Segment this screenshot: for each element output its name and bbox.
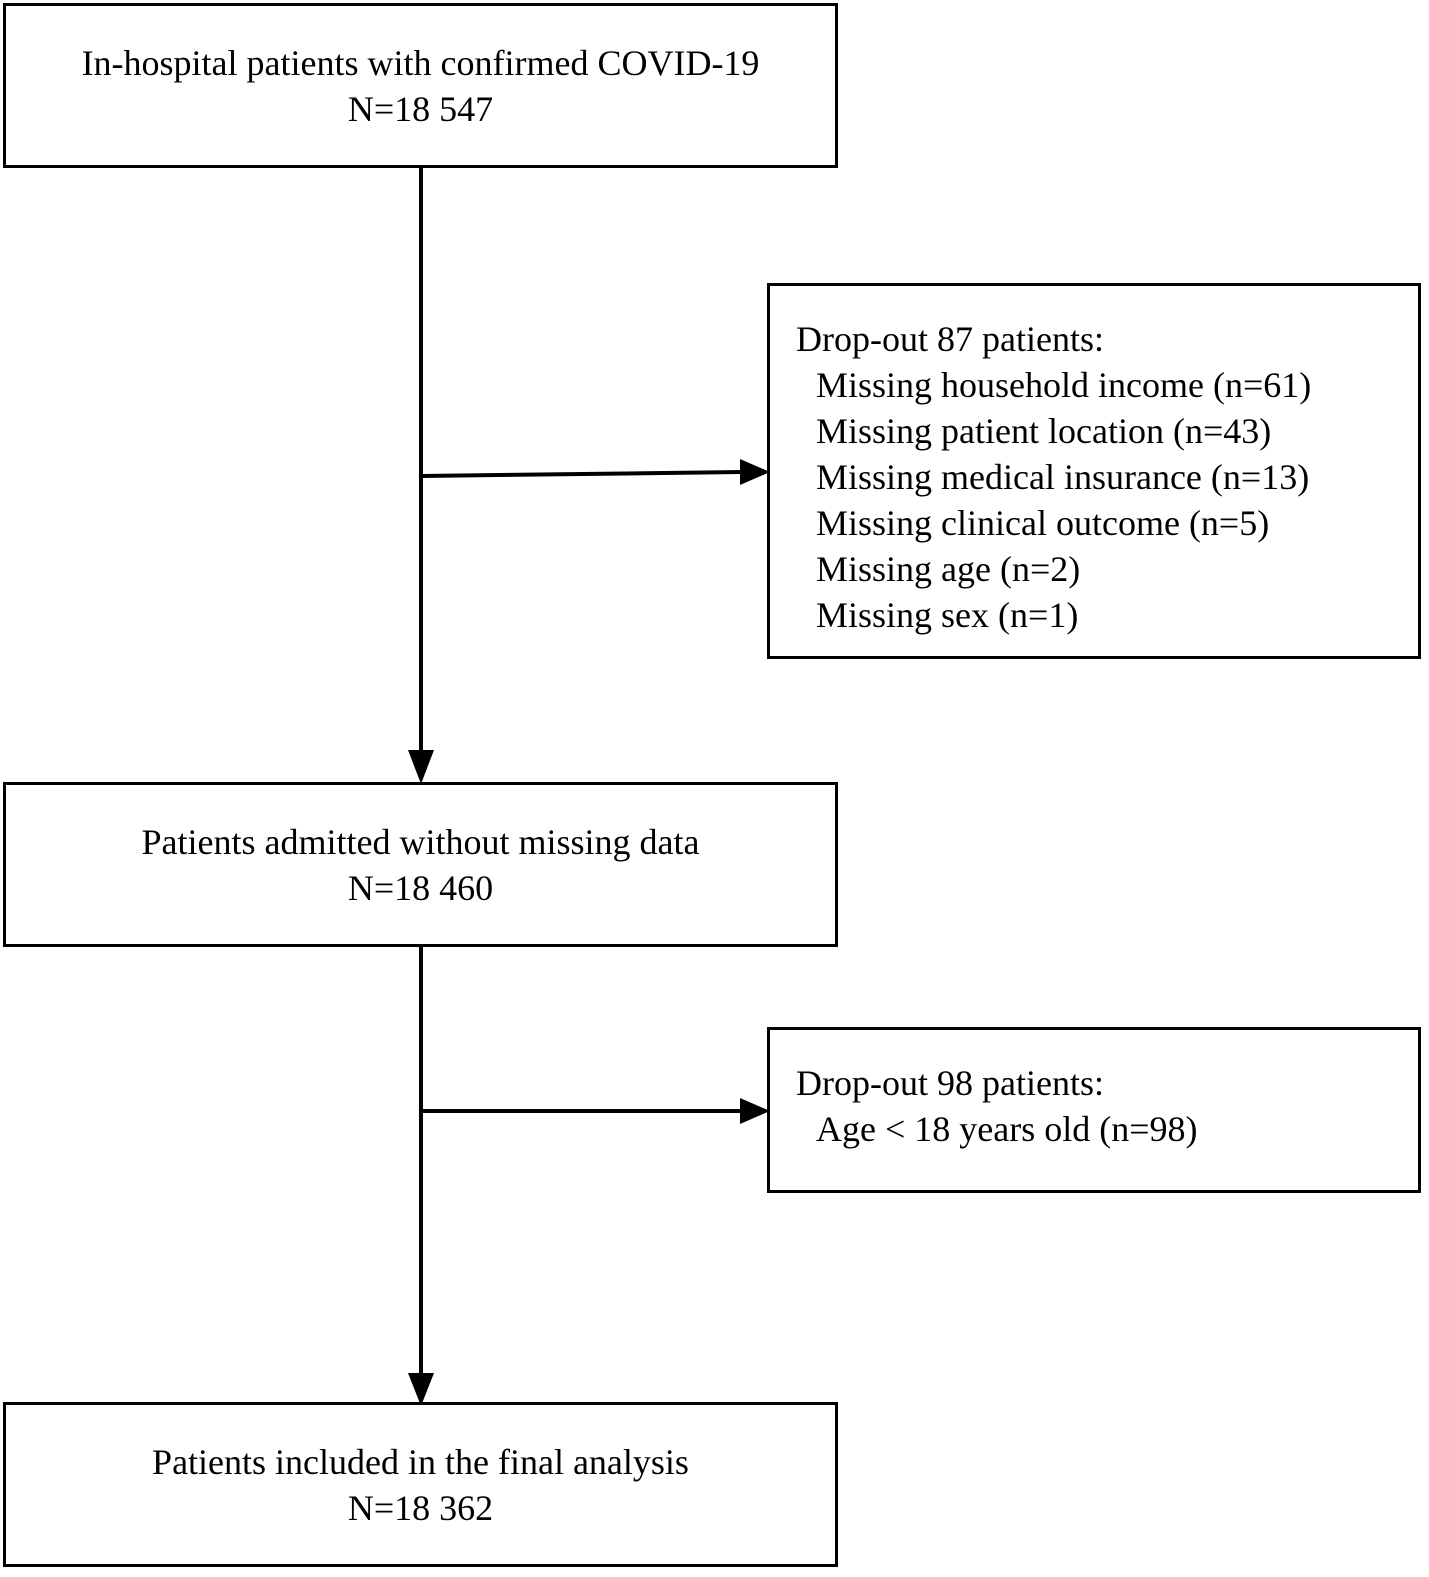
box-no-missing-data: Patients admitted without missing data N…	[3, 782, 838, 947]
arrowhead-to-dropout-1	[740, 459, 770, 485]
dropout-1-item: Missing household income (n=61)	[816, 365, 1312, 405]
dropout-2-item: Age < 18 years old (n=98)	[816, 1109, 1198, 1149]
dropout-1-item: Missing patient location (n=43)	[816, 411, 1272, 451]
box-dropout-2: Drop-out 98 patients: Age < 18 years old…	[767, 1027, 1421, 1193]
box-dropout-1: Drop-out 87 patients: Missing household …	[767, 283, 1421, 659]
box-initial-cohort: In-hospital patients with confirmed COVI…	[3, 3, 838, 168]
arrowhead-to-box2	[408, 750, 434, 784]
dropout-2-heading: Drop-out 98 patients:	[796, 1063, 1104, 1103]
box-final-analysis-title: Patients included in the final analysis	[152, 1441, 689, 1482]
dropout-1-item: Missing medical insurance (n=13)	[816, 457, 1310, 497]
box-no-missing-data-title: Patients admitted without missing data	[141, 821, 700, 862]
arrowhead-to-dropout-2	[740, 1098, 770, 1124]
dropout-1-item: Missing clinical outcome (n=5)	[816, 503, 1270, 543]
box-initial-cohort-title: In-hospital patients with confirmed COVI…	[81, 42, 760, 83]
connector-branch-1	[420, 470, 743, 478]
box-initial-cohort-count: N=18 547	[347, 88, 494, 129]
dropout-1-heading: Drop-out 87 patients:	[796, 319, 1104, 359]
dropout-1-item: Missing age (n=2)	[816, 549, 1081, 589]
box-final-analysis-count: N=18 362	[347, 1487, 494, 1528]
box-final-analysis: Patients included in the final analysis …	[3, 1402, 838, 1567]
box-no-missing-data-count: N=18 460	[347, 867, 494, 908]
dropout-1-item: Missing sex (n=1)	[816, 595, 1079, 635]
